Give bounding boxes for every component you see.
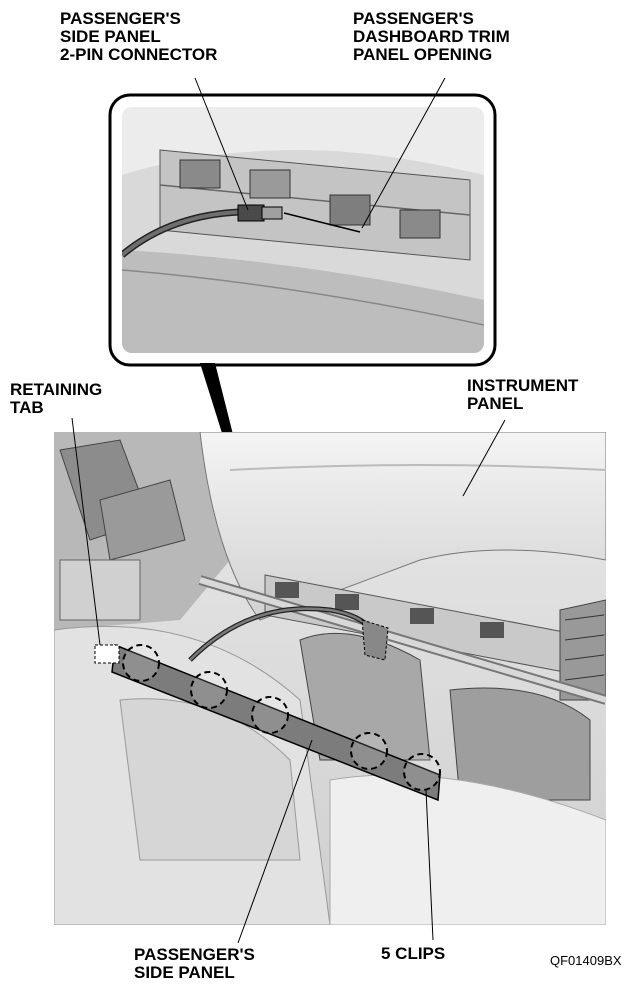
clips-leader xyxy=(425,789,434,941)
retaining-tab xyxy=(94,644,120,664)
clips-label: 5 CLIPS xyxy=(381,944,446,963)
trim-opening-label: PASSENGER'S DASHBOARD TRIM PANEL OPENING xyxy=(353,9,510,64)
clip-markers xyxy=(122,644,441,791)
clip-4 xyxy=(350,732,388,770)
figure-code: QF01409BX xyxy=(550,953,622,968)
clip-3 xyxy=(251,696,289,734)
clip-1 xyxy=(122,644,160,682)
clip-5 xyxy=(403,753,441,791)
clip-2 xyxy=(190,671,228,709)
instrument-panel-leader xyxy=(462,419,506,497)
retaining-tab-label: RETAINING TAB xyxy=(10,380,103,417)
connector-label: PASSENGER'S SIDE PANEL 2-PIN CONNECTOR xyxy=(60,9,218,64)
trim-opening-leader xyxy=(361,77,446,229)
inset-detail-view xyxy=(108,93,497,367)
instrument-panel-label: INSTRUMENT PANEL xyxy=(467,376,579,413)
main-view xyxy=(54,432,606,925)
connector-leader xyxy=(194,77,249,211)
side-panel-label: PASSENGER'S SIDE PANEL xyxy=(134,945,255,982)
side-panel-leader xyxy=(237,739,313,944)
retaining-tab-leader xyxy=(71,417,101,646)
